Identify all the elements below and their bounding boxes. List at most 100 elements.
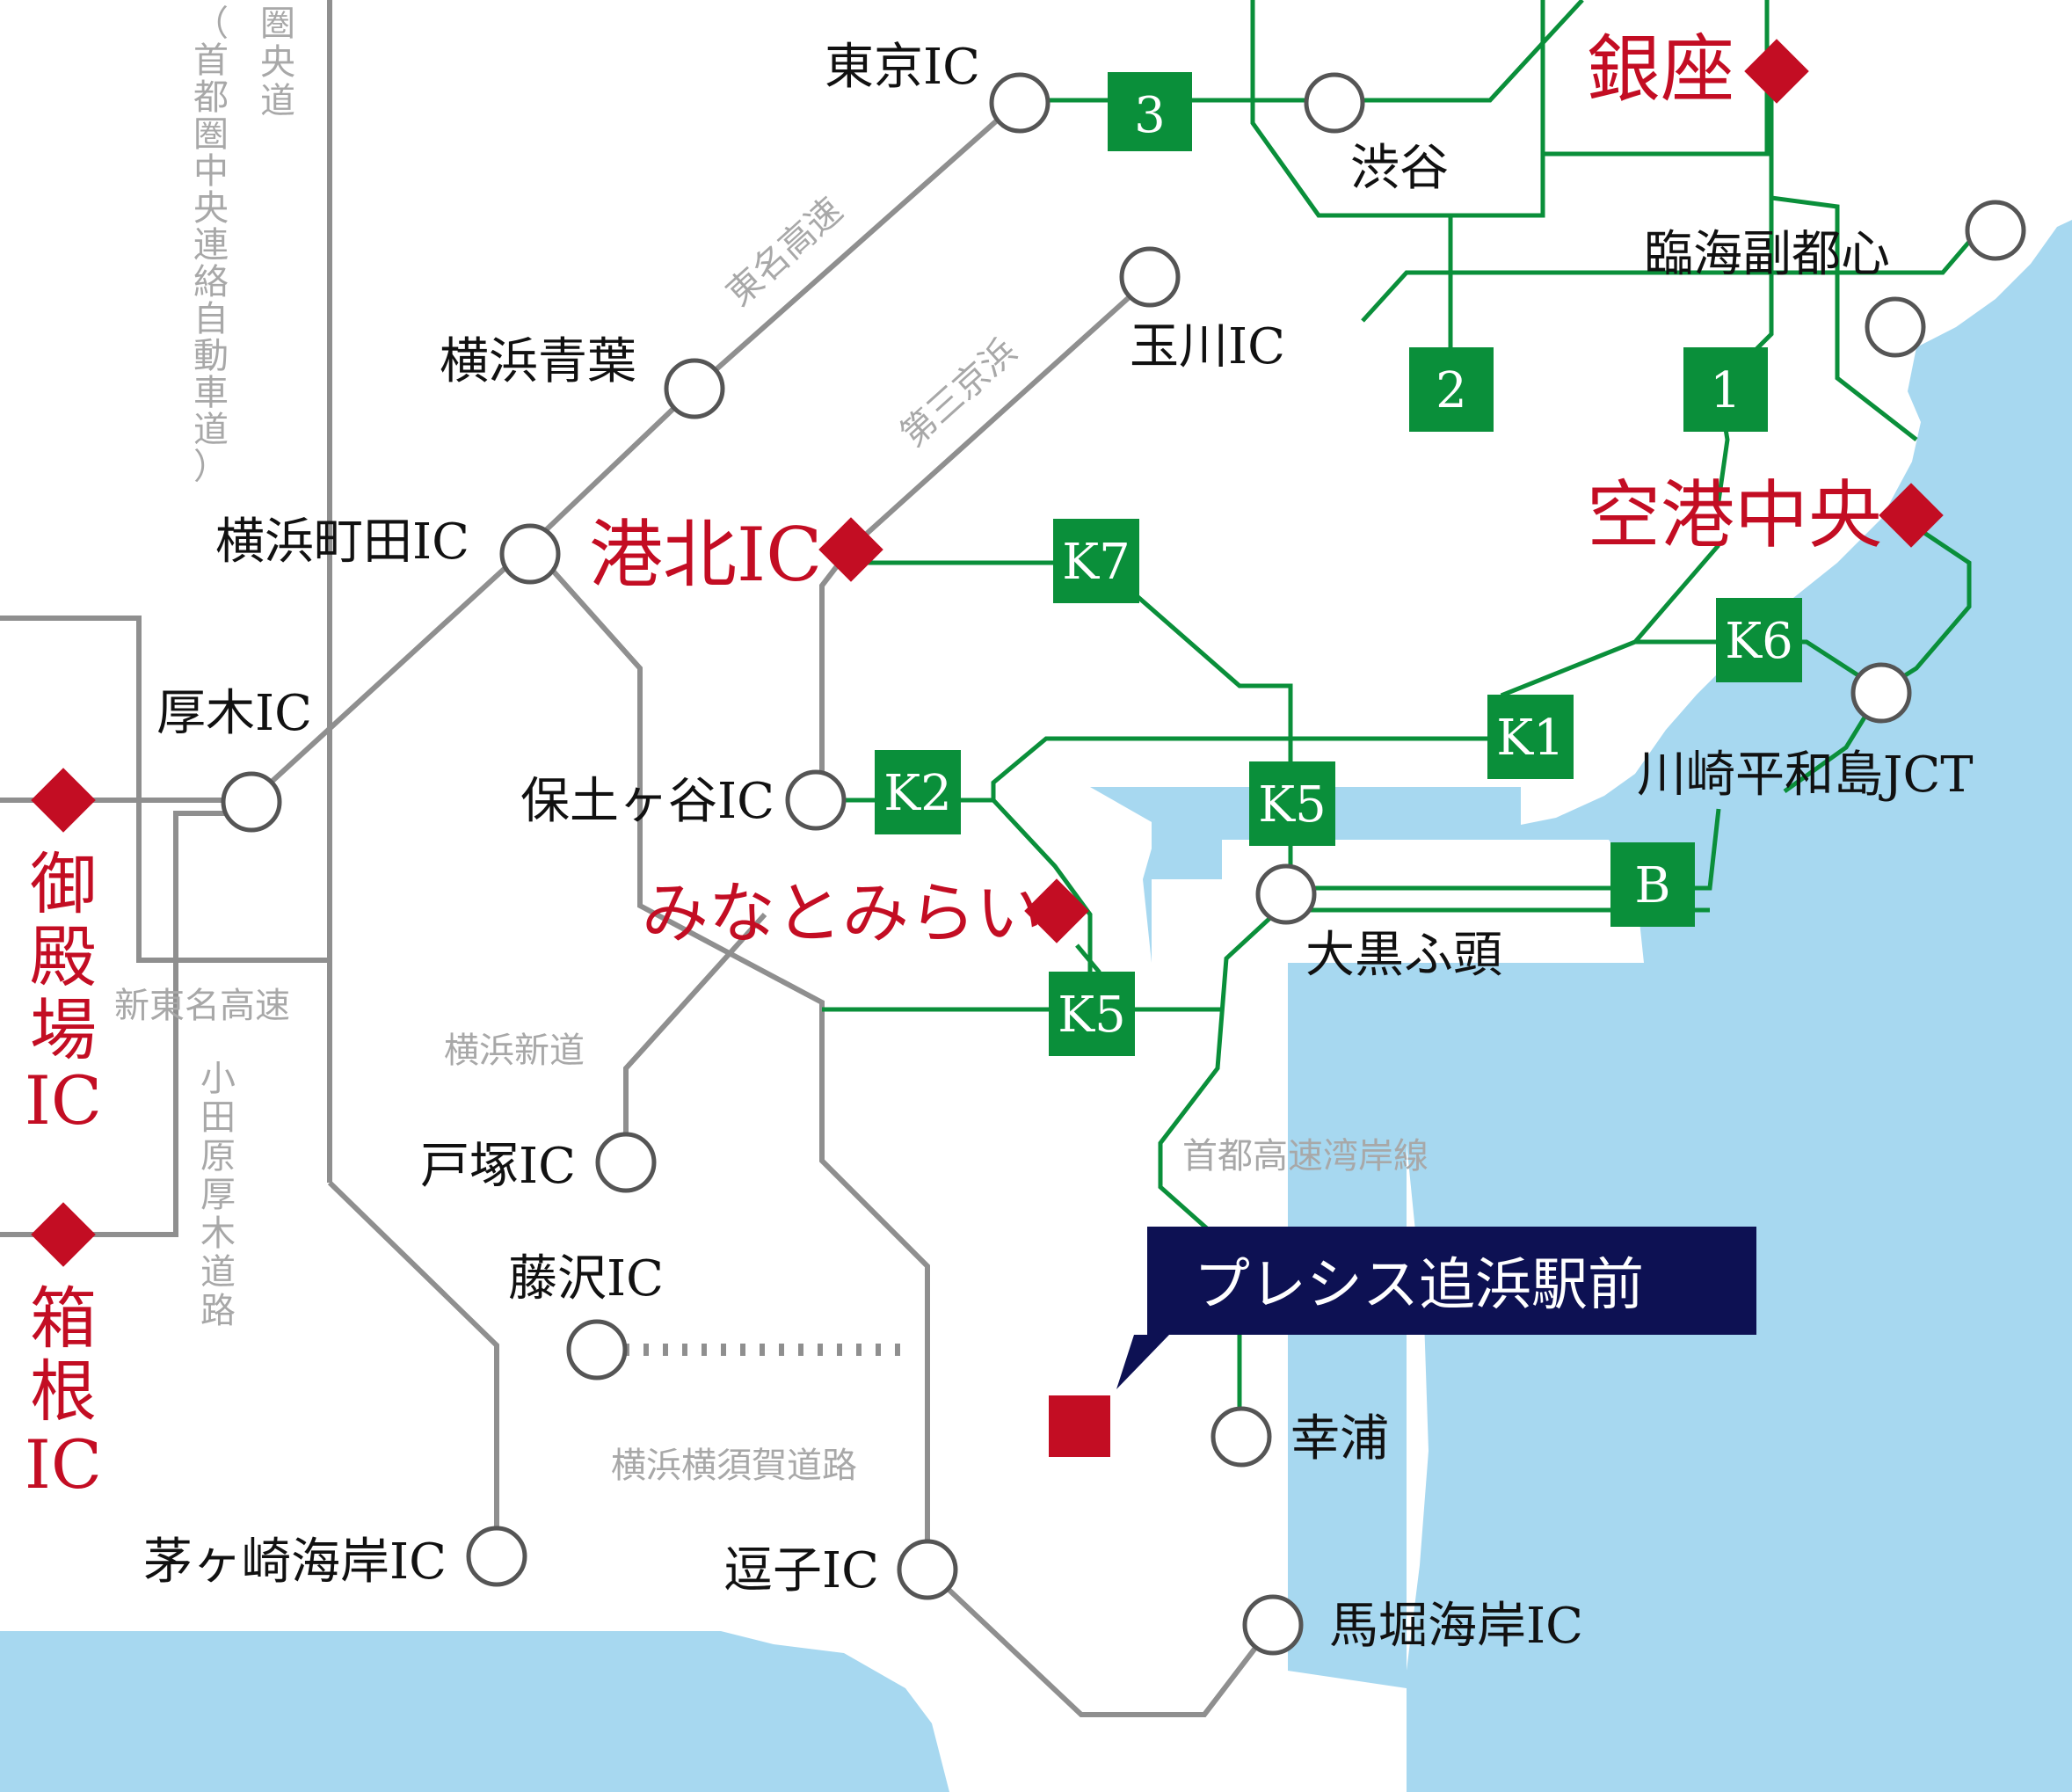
route-badge-k6: K6 xyxy=(1716,598,1802,682)
hakone-char-2: 根 xyxy=(30,1352,97,1431)
route-badge-b-bg xyxy=(1610,842,1695,927)
node-chigasaki-kaigan-ic xyxy=(466,1526,527,1587)
label-ken-o-do: 圏 央 道 xyxy=(260,4,295,121)
k7-line xyxy=(851,560,1293,875)
ken-o-do-full-char-8: 絡 xyxy=(193,262,229,302)
label-yokohama-shindo: 横浜新道 xyxy=(444,1031,585,1071)
node-atsugi-ic xyxy=(221,771,282,833)
ken-o-do-full-char-11: 車 xyxy=(193,373,229,413)
label-fujisawa-ic: 藤沢IC xyxy=(508,1250,664,1308)
ken-o-do-full-char-1: （ xyxy=(193,4,229,44)
label-hakone-ic: 箱 根 IC xyxy=(25,1279,102,1504)
label-yokohama-machida-ic: 横浜町田IC xyxy=(215,514,469,571)
route-3-line xyxy=(1020,0,1584,103)
route-badge-k1-bg xyxy=(1487,695,1574,779)
route-badge-2-bg xyxy=(1409,347,1494,432)
label-shin-tomei: 新東名高速 xyxy=(114,986,290,1026)
node-rinkai-fukutoshin xyxy=(1965,200,2026,261)
interchange-nodes xyxy=(221,72,2026,1656)
route-badge-3: 3 xyxy=(1108,72,1192,151)
odawara-atsugi-char-1: 小 xyxy=(200,1059,236,1099)
gotemba-char-3: 場 xyxy=(30,991,97,1069)
ken-o-do-char-2: 央 xyxy=(260,42,295,83)
node-mabori-kaigan-ic xyxy=(1242,1594,1304,1656)
route-badge-2-label: 2 xyxy=(1436,362,1467,419)
label-daisan-keihin: 第三京浜 xyxy=(893,331,1025,455)
route-badge-k2-bg xyxy=(875,750,961,834)
gotemba-char-2: 殿 xyxy=(30,918,97,996)
route-badge-k7-bg xyxy=(1053,519,1139,603)
ken-o-do-char-3: 道 xyxy=(260,81,295,121)
node-shibuya xyxy=(1304,72,1365,134)
wangan-south-line xyxy=(1283,808,1721,891)
property-name-label: プレシス追浜駅前 xyxy=(1194,1253,1644,1318)
k1-line xyxy=(991,543,1720,1011)
wangan-north-line xyxy=(1770,195,1918,441)
ken-o-do-full-char-10: 動 xyxy=(193,336,229,376)
node-airport-north xyxy=(1865,296,1926,358)
route-badge-1-bg xyxy=(1683,347,1768,432)
node-yokohama-aoba xyxy=(664,358,725,419)
route-badge-k5-upper: K5 xyxy=(1249,761,1335,846)
kohoku-ic-diamond-icon xyxy=(818,517,883,582)
route-badge-k6-bg xyxy=(1716,598,1802,682)
route-badge-k1: K1 xyxy=(1487,695,1574,779)
odawara-atsugi-char-2: 田 xyxy=(200,1097,236,1138)
route-1-line xyxy=(1716,79,1774,502)
tokyo-bay-water xyxy=(1407,220,2072,1792)
route-badge-k2-label: K2 xyxy=(883,765,951,822)
ken-o-do-full-char-6: 央 xyxy=(193,188,229,229)
ken-o-do-full-char-13: ） xyxy=(193,447,229,487)
label-ginza: 銀座 xyxy=(1587,26,1734,113)
label-kawasaki-heiwajima-jct: 川崎平和島JCT xyxy=(1637,747,1974,804)
route-badge-b: B xyxy=(1610,842,1695,927)
node-tokyo-ic xyxy=(989,72,1051,134)
route-badge-b-label: B xyxy=(1634,857,1670,914)
odawara-atsugi-char-3: 原 xyxy=(200,1136,236,1176)
ken-o-do-char-1: 圏 xyxy=(260,4,295,44)
route-badge-k6-label: K6 xyxy=(1725,613,1792,670)
property-marker: プレシス追浜駅前 xyxy=(1049,1227,1756,1457)
hakone-ic-diamond-icon xyxy=(31,1202,96,1267)
label-gotemba-ic: 御 殿 場 IC xyxy=(25,845,102,1140)
label-minatomirai: みなとみらい xyxy=(642,874,1043,952)
node-daikoku-futo xyxy=(1255,863,1317,925)
label-tamagawa-ic: 玉川IC xyxy=(1130,318,1285,375)
gotemba-char-4: IC xyxy=(25,1061,102,1140)
route-badges: 3 2 1 K7 K6 K1 K2 K5 xyxy=(875,72,1802,1056)
node-zushi-ic xyxy=(897,1539,958,1600)
shibuya-grid-line xyxy=(1250,0,1545,218)
hakone-char-1: 箱 xyxy=(30,1279,97,1358)
ken-o-do-full-char-2: 首 xyxy=(193,40,229,81)
odawara-atsugi-char-4: 厚 xyxy=(200,1175,236,1215)
shin-tomei-road xyxy=(0,616,330,963)
label-shibuya: 渋谷 xyxy=(1350,140,1449,197)
ken-o-do-full-char-4: 圏 xyxy=(193,114,229,155)
property-red-square-icon xyxy=(1049,1395,1110,1457)
wangan-airport-line xyxy=(1783,525,1972,794)
node-fujisawa-ic xyxy=(566,1319,628,1380)
ken-o-do-full-char-7: 連 xyxy=(193,225,229,266)
ginza-diamond-icon xyxy=(1744,39,1809,104)
node-hodogaya-ic xyxy=(785,769,847,831)
label-mabori-kaigan-ic: 馬堀海岸IC xyxy=(1329,1598,1583,1655)
node-koura xyxy=(1210,1406,1272,1468)
route-badge-3-label: 3 xyxy=(1134,87,1166,144)
label-koura: 幸浦 xyxy=(1290,1410,1389,1468)
tomei-road xyxy=(249,98,1021,803)
label-ken-o-do-full: （ 首 都 圏 中 央 連 絡 自 動 車 道 ） xyxy=(193,4,229,487)
label-kohoku-ic: 港北IC xyxy=(589,512,822,598)
node-totsuka-ic xyxy=(595,1132,657,1193)
yokohama-yokosuka-road xyxy=(925,1567,1276,1717)
odawara-atsugi-char-6: 道 xyxy=(200,1252,236,1293)
label-yokohama-yokosuka: 横浜横須賀道路 xyxy=(611,1446,857,1486)
label-yokohama-aoba: 横浜青葉 xyxy=(440,333,636,390)
route-badge-k7-label: K7 xyxy=(1062,534,1130,591)
k6-line xyxy=(1635,639,1883,693)
node-kawasaki-heiwajima-jct xyxy=(1850,662,1912,724)
hodogaya-bypass-road xyxy=(527,543,930,1570)
label-daikoku-futo: 大黒ふ頭 xyxy=(1305,927,1502,984)
yokohama-shindo-road xyxy=(623,912,767,1161)
route-badge-k5-upper-label: K5 xyxy=(1258,776,1326,834)
